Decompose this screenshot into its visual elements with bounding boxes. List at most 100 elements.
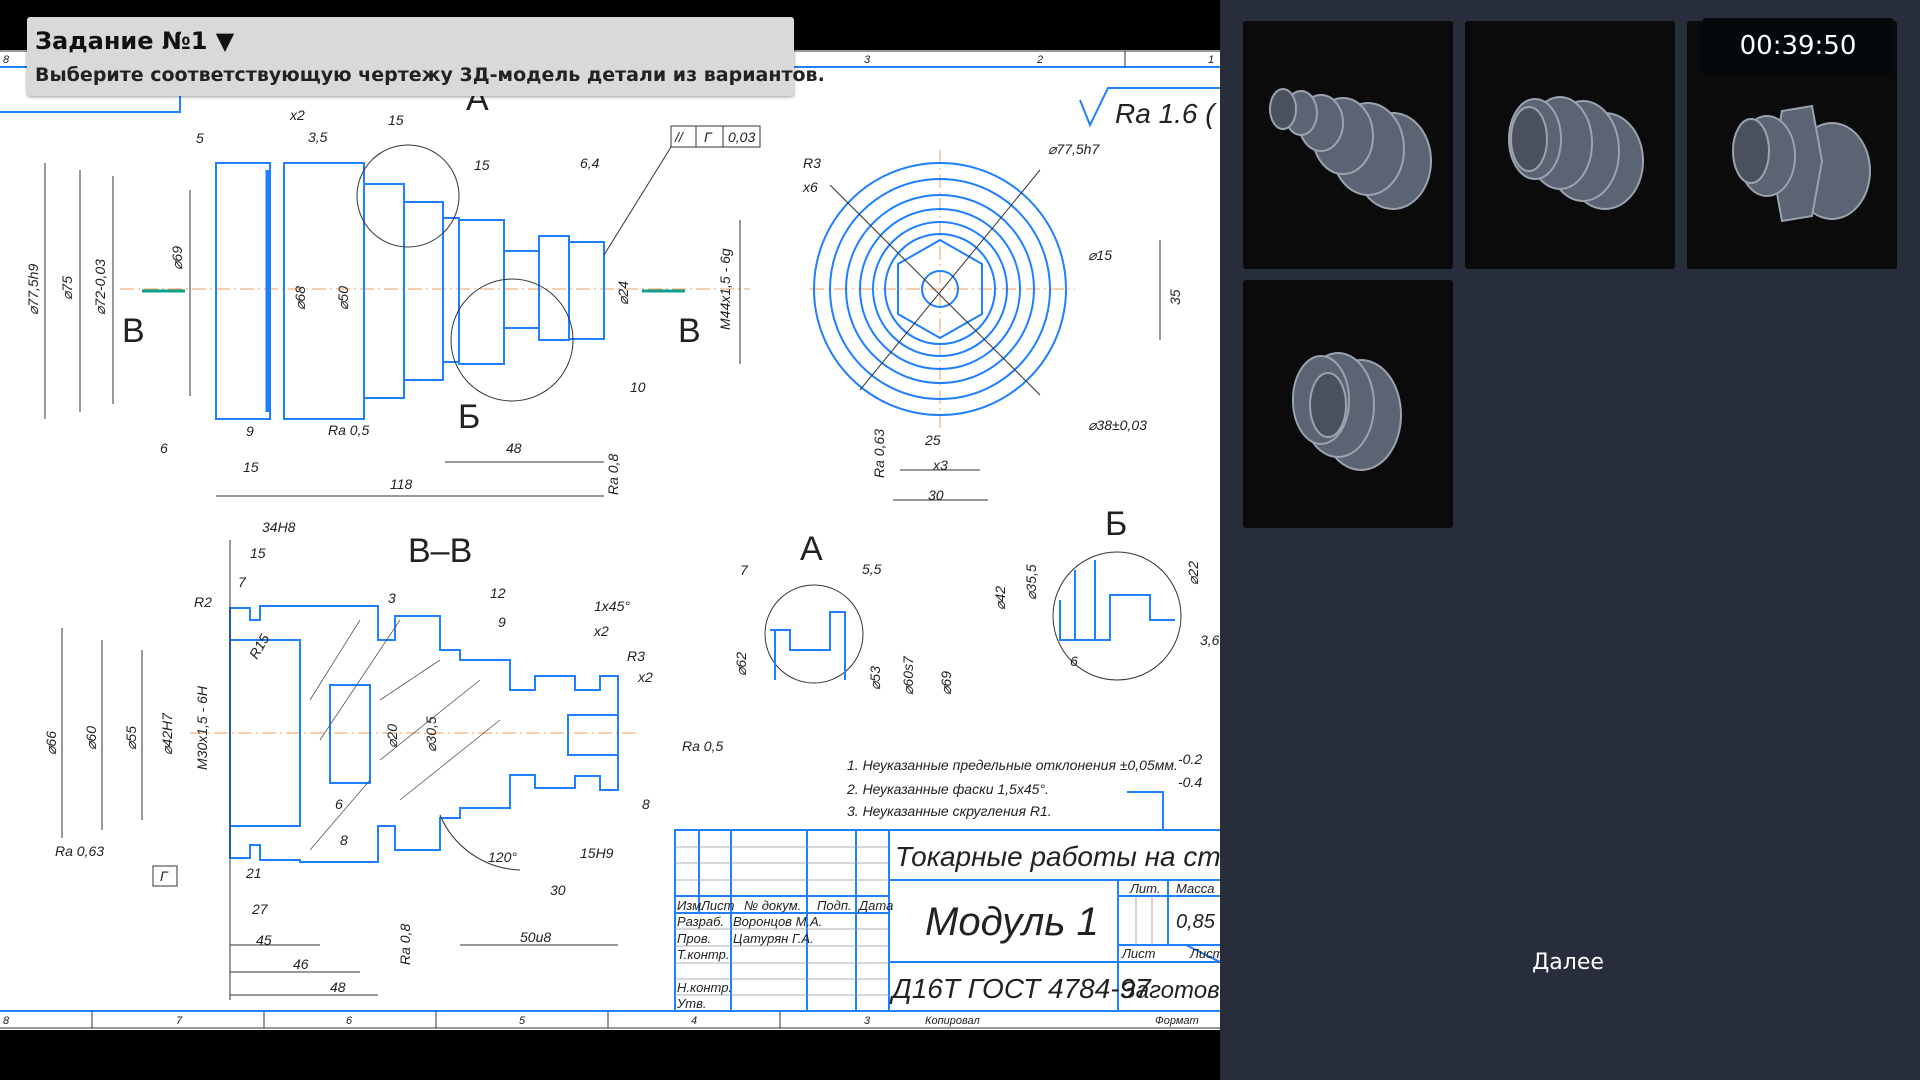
svg-text:⌀42H7: ⌀42H7 <box>159 712 175 755</box>
svg-text:Д16Т ГОСТ 4784-97: Д16Т ГОСТ 4784-97 <box>889 973 1152 1004</box>
svg-text:-0.4: -0.4 <box>1178 774 1202 790</box>
svg-text:34H8: 34H8 <box>262 519 296 535</box>
svg-text:8: 8 <box>3 54 10 66</box>
svg-text:5: 5 <box>196 130 204 146</box>
3d-model-preview-2 <box>1508 96 1644 210</box>
svg-text:⌀62: ⌀62 <box>733 652 749 676</box>
svg-text:В–В: В–В <box>408 532 472 570</box>
technical-drawing: 8 3 2 1 8 7 6 5 4 3 Копировал Формат <box>0 50 1220 1030</box>
svg-text:А: А <box>800 530 823 568</box>
svg-text:x3: x3 <box>932 457 948 473</box>
svg-text:12: 12 <box>490 585 506 601</box>
svg-text:6: 6 <box>346 1015 353 1027</box>
svg-text:30: 30 <box>928 487 944 503</box>
svg-text:M44x1,5 - 6g: M44x1,5 - 6g <box>717 248 733 330</box>
svg-text:0,85: 0,85 <box>1176 911 1216 933</box>
svg-text:Ra 0,63: Ra 0,63 <box>55 843 104 859</box>
svg-text:⌀60: ⌀60 <box>83 726 99 750</box>
svg-text:Б: Б <box>1105 505 1127 543</box>
svg-text:0,03: 0,03 <box>728 129 755 145</box>
svg-text:15H9: 15H9 <box>580 845 614 861</box>
svg-text:Дата: Дата <box>857 898 893 913</box>
zone-numbers-bottom: 8 7 6 5 4 3 Копировал Формат <box>3 1011 1199 1028</box>
svg-text:⌀35,5: ⌀35,5 <box>1023 564 1039 600</box>
svg-text:4: 4 <box>691 1015 697 1027</box>
svg-text:8: 8 <box>642 796 650 812</box>
svg-text:21: 21 <box>245 865 262 881</box>
svg-text:7: 7 <box>238 574 247 590</box>
end-view: R3 x6 ⌀77,5h7 ⌀15 35 ⌀38±0,03 Ra 0,63 25… <box>802 141 1183 503</box>
svg-text:⌀72-0,03: ⌀72-0,03 <box>92 259 108 315</box>
technical-notes: 1. Неуказанные предельные отклонения ±0,… <box>846 751 1202 830</box>
svg-text:1. Неуказанные предельные откл: 1. Неуказанные предельные отклонения ±0,… <box>847 757 1178 773</box>
svg-text:Листов: Листов <box>1189 946 1220 961</box>
next-button[interactable]: Далее <box>1532 949 1604 975</box>
svg-text:Лист: Лист <box>1121 946 1156 961</box>
svg-text:⌀55: ⌀55 <box>123 726 139 750</box>
svg-text:M30x1,5 - 6H: M30x1,5 - 6H <box>194 685 210 770</box>
svg-text:5: 5 <box>519 1015 526 1027</box>
svg-text:50u8: 50u8 <box>520 929 551 945</box>
svg-text:⌀60s7: ⌀60s7 <box>900 655 916 695</box>
tolerance-frame: // Г 0,03 <box>603 125 761 256</box>
svg-text:3: 3 <box>864 1015 871 1027</box>
svg-text:⌀30,5: ⌀30,5 <box>423 716 439 752</box>
svg-text:9: 9 <box>498 614 506 630</box>
svg-text:⌀75: ⌀75 <box>59 276 75 300</box>
svg-text:48: 48 <box>330 979 346 995</box>
svg-text:Лист: Лист <box>700 898 735 913</box>
svg-text:15: 15 <box>243 459 259 475</box>
svg-text:R3: R3 <box>803 155 821 171</box>
svg-text:Копировал: Копировал <box>925 1015 980 1027</box>
svg-text:Лит.: Лит. <box>1129 881 1160 896</box>
svg-text:-0.2: -0.2 <box>1178 751 1202 767</box>
3d-model-preview-4 <box>1292 352 1402 471</box>
drawing-viewer[interactable]: 8 3 2 1 8 7 6 5 4 3 Копировал Формат <box>0 0 1220 1080</box>
svg-text://: // <box>674 129 685 145</box>
svg-text:Токарные работы на станках с: Токарные работы на станках с <box>895 841 1220 872</box>
svg-text:Ra 0,5: Ra 0,5 <box>682 738 723 754</box>
svg-text:8: 8 <box>340 832 348 848</box>
options-panel: 00:39:50 Далее <box>1220 0 1920 1080</box>
svg-text:⌀66: ⌀66 <box>43 731 59 755</box>
svg-text:15: 15 <box>250 545 266 561</box>
model-option-2[interactable] <box>1465 21 1675 269</box>
svg-text:Пров.: Пров. <box>677 931 711 946</box>
model-option-4[interactable] <box>1243 280 1453 528</box>
svg-text:Ra 0,5: Ra 0,5 <box>328 422 369 438</box>
svg-text:6,4: 6,4 <box>580 155 600 171</box>
svg-text:Г: Г <box>704 129 713 145</box>
svg-text:Масса: Масса <box>1176 881 1214 896</box>
svg-text:Утв.: Утв. <box>676 996 707 1011</box>
detail-a: А 7 5,5 ⌀62 ⌀53 ⌀60s7 ⌀69 <box>733 530 954 695</box>
svg-text:Заготовка: ф: Заготовка: ф <box>1121 977 1220 1004</box>
svg-text:⌀68: ⌀68 <box>292 286 308 310</box>
svg-text:9: 9 <box>246 423 254 439</box>
svg-text:Разраб.: Разраб. <box>677 914 724 929</box>
svg-text:Ra 0,63: Ra 0,63 <box>871 429 887 478</box>
svg-text:45: 45 <box>256 932 272 948</box>
svg-text:Ra 0,8: Ra 0,8 <box>397 924 413 965</box>
svg-text:Ra 0,8: Ra 0,8 <box>605 454 621 495</box>
svg-text:15: 15 <box>388 112 404 128</box>
svg-text:2. Неуказанные фаски 1,5x45°.: 2. Неуказанные фаски 1,5x45°. <box>846 781 1049 797</box>
countdown-timer: 00:39:50 <box>1702 18 1894 74</box>
svg-text:3,6: 3,6 <box>1200 632 1220 648</box>
task-title-dropdown[interactable]: Задание №1 ▼ <box>35 27 235 55</box>
svg-text:Ra 1.6 (: Ra 1.6 ( <box>1115 98 1217 129</box>
svg-text:x2: x2 <box>637 669 653 685</box>
svg-text:3,5: 3,5 <box>308 129 328 145</box>
svg-text:№ докум.: № докум. <box>744 898 801 913</box>
svg-text:Воронцов М.А.: Воронцов М.А. <box>733 914 822 929</box>
model-option-1[interactable] <box>1243 21 1453 269</box>
svg-text:5,5: 5,5 <box>862 561 882 577</box>
svg-text:⌀22: ⌀22 <box>1185 561 1201 585</box>
svg-text:⌀69: ⌀69 <box>938 671 954 695</box>
svg-text:6: 6 <box>335 796 343 812</box>
svg-text:30: 30 <box>550 882 566 898</box>
svg-text:R3: R3 <box>627 648 645 664</box>
svg-text:120°: 120° <box>488 849 517 865</box>
svg-text:⌀38±0,03: ⌀38±0,03 <box>1088 417 1147 433</box>
svg-text:1x45°: 1x45° <box>594 598 630 614</box>
3d-model-preview-1 <box>1269 88 1432 210</box>
